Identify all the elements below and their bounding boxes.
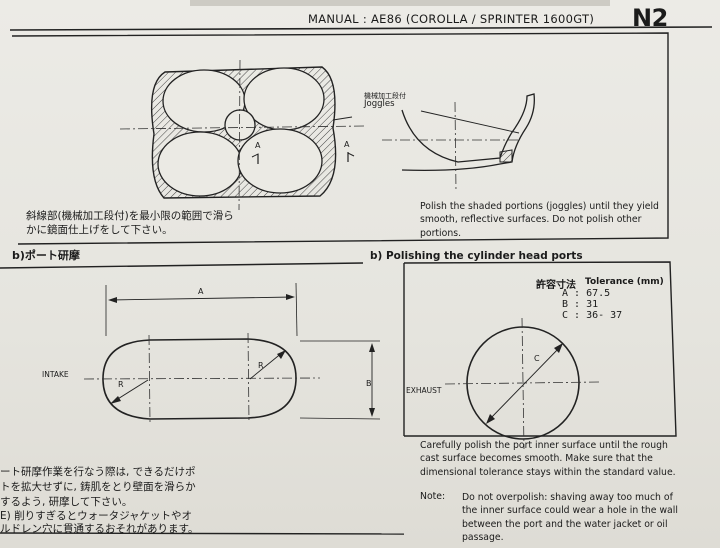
header-rule	[9, 26, 713, 31]
tolerance-row-b: B : 31	[562, 299, 599, 310]
caption-jp-line2: かに鏡面仕上げをして下さい。	[26, 224, 173, 236]
note-label: Note:	[420, 491, 446, 502]
intake-frame-top	[0, 262, 364, 269]
exhaust-port-drawing	[444, 317, 601, 450]
section-mark-a-right: A	[344, 140, 350, 149]
tolerance-title-jp: 許容寸法	[536, 280, 576, 291]
section-title-jp: b)ポート研摩	[12, 249, 80, 262]
tolerance-row-a: A : 67.5	[562, 288, 611, 299]
caption-jp-line1: 斜線部(機械加工段付)を最小限の範囲で滑ら	[26, 210, 234, 222]
joggles-label-en: Joggles	[364, 99, 395, 109]
intake-port-drawing	[83, 282, 381, 424]
bottom-jp-line5: ルドレン穴に貫通するおそれがあります。	[0, 523, 199, 535]
combustion-chamber-drawing	[119, 59, 366, 211]
exhaust-label: EXHAUST	[406, 386, 442, 395]
caption-en: Polish the shaded portions (joggles) unt…	[420, 201, 659, 239]
manual-title: MANUAL : AE86 (COROLLA / SPRINTER 1600GT…	[308, 12, 595, 26]
blurred-header-strip	[190, 0, 610, 6]
tolerance-title-en: Tolerance (mm)	[585, 277, 664, 287]
tolerance-row-c: C : 36- 37	[562, 310, 623, 321]
dim-b-label: B	[366, 379, 372, 388]
joggle-section-detail	[382, 93, 535, 193]
section-title-en: b) Polishing the cylinder head ports	[370, 250, 583, 262]
radius-label-right: R	[258, 361, 264, 370]
dim-a-label: A	[198, 287, 204, 296]
intake-frame-bottom	[0, 532, 405, 535]
section-mark-a-left: A	[255, 141, 261, 150]
port-instructions: Carefully polish the port inner surface …	[420, 440, 676, 478]
top-figure-frame	[11, 32, 669, 245]
bottom-jp-line4: E) 削りすぎるとウォータジャケットやオ	[0, 510, 193, 522]
intake-label: INTAKE	[42, 370, 69, 379]
dim-c-label: C	[534, 354, 540, 363]
page-code: N2	[632, 4, 668, 32]
radius-label-left: R	[118, 380, 124, 389]
note-text: Do not overpolish: shaving away too much…	[462, 492, 678, 544]
bottom-jp-line1: ート研摩作業を行なう際は, できるだけポ	[0, 466, 196, 478]
bottom-jp-line2: トを拡大せずに, 鋳肌をとり壁面を滑らか	[0, 481, 196, 493]
joggles-label-jp: 機械加工段付	[364, 92, 406, 100]
bottom-jp-line3: するよう, 研摩して下さい。	[0, 496, 133, 508]
